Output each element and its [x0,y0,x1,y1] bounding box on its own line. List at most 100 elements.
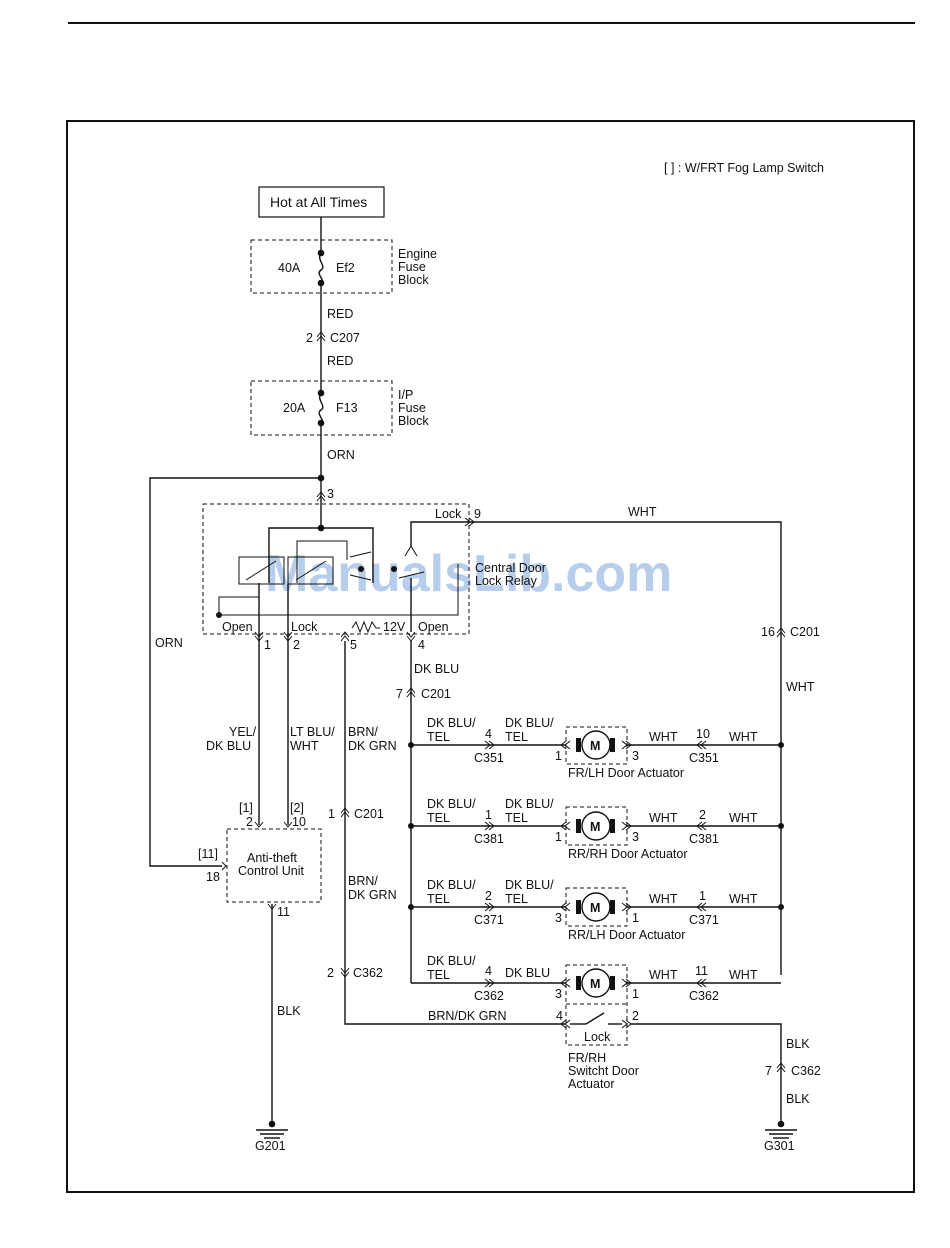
wire-label-dkblu-tel-1: DK BLU/ [427,797,476,811]
motor-icon [581,892,611,922]
motor-symbol: M [590,739,600,753]
motor-icon [581,730,611,760]
connector-c207-symbol [316,331,326,342]
actuator-pin-right: 3 [632,749,639,763]
wire-label-red-1: RED [327,307,353,321]
c207-pin: 2 [306,331,313,345]
actuator-pin-left: 3 [555,911,562,925]
relay-pin5-connector [340,631,350,642]
wire-label-dkblu-tel-2: TEL [505,892,528,906]
motor-symbol: M [590,977,600,991]
actuator-terminal-chevron [560,1019,571,1029]
actuator-left-connector: C362 [474,989,504,1003]
engine-fuse-block-label-3: Block [398,273,429,287]
engine-fuse-block-label-2: Fuse [398,260,426,274]
relay-pin2-connector [283,631,293,642]
actuator-row-fr-lh: DK BLU/ TEL DK BLU/ TEL 4 C351 M 1 3 WHT… [408,716,784,780]
c201-pin1-connector [340,807,350,818]
splice-dot [778,823,784,829]
actuator-terminal-chevron [621,902,632,912]
relay-contact-1 [349,551,372,581]
engine-fuse-block [250,239,393,294]
connector-chevron [696,978,707,988]
relay-name-line2: Lock Relay [475,574,538,588]
antitheft-pin10: 10 [292,815,306,829]
relay-pin9-connector [464,517,475,527]
ip-fuse-block-label-1: I/P [398,388,413,402]
wire-label-wht: WHT [729,811,758,825]
relay-internal-return [219,564,459,616]
wire-label-dkblu-tel-2: TEL [505,730,528,744]
brn-dkgrn-wire [344,641,566,1025]
actuator-right-connector: C362 [689,989,719,1003]
relay-pin2-number: 2 [293,638,300,652]
ground-dot [777,1120,785,1128]
actuator-left-pin: 2 [485,889,492,903]
anti-theft-control-unit [226,828,322,903]
antitheft-pin2-connector [254,821,264,828]
c201-pin1-number: 1 [328,807,335,821]
ground-g201-icon [256,1129,288,1139]
actuator-terminal-chevron [560,740,571,750]
relay-pin5-number: 5 [350,638,357,652]
connector-chevron [484,821,495,831]
antitheft-pin2-alt: [1] [239,801,253,815]
wire-label-brn-4: DK GRN [348,888,397,902]
actuator-right-pin: 11 [695,964,708,978]
actuator-terminal-chevron [621,978,632,988]
wire-label-dkblu-tel-1: DK BLU/ [505,878,554,892]
wire-label-dkblu-tel-2: TEL [427,892,450,906]
wire-label-brn-dkgrn: BRN/DK GRN [428,1009,506,1023]
wire-label-wht: WHT [649,892,678,906]
diagram-frame [66,120,915,1193]
wire-label-wht: WHT [649,811,678,825]
relay-lock-bottom-label: Lock [291,620,318,634]
relay-lock-top-label: Lock [435,507,462,521]
wire-label-blk-right-1: BLK [786,1037,810,1051]
fog-lamp-note: [ ] : W/FRT Fog Lamp Switch [664,161,824,175]
c362-pin2-number: 2 [327,966,334,980]
relay-lock-output [410,521,477,546]
actuator-row-fr-rh: DK BLU/ TEL DK BLU 4 C362 M 3 1 WHT 11 C… [411,954,781,1091]
wire-label-orn-1: ORN [327,448,355,462]
antitheft-pin18-connector [221,861,227,871]
wire-label-ltblu-2: WHT [290,739,319,753]
connector-chevron [696,740,707,750]
wire-label-ltblu-1: LT BLU/ [290,725,335,739]
switch-actuator-name-2: Switcht Door [568,1064,639,1078]
actuator-terminal-chevron [560,821,571,831]
motor-brush [576,738,581,752]
actuator-pin-right: 1 [632,987,639,1001]
connector-chevron [484,740,495,750]
switch-lock-label: Lock [584,1030,611,1044]
relay-contact-dot [358,566,364,572]
c201-pin7-number: 7 [396,687,403,701]
relay-pin9-number: 9 [474,507,481,521]
wire-label-brn-1: BRN/ [348,725,378,739]
motor-brush [576,900,581,914]
relay-coil-2 [287,556,334,585]
relay-coil-1 [238,556,285,585]
c362-pin2-connector [340,967,350,978]
connector-chevron [484,978,495,988]
relay-pin3-connector [316,491,326,502]
relay-name-line1: Central Door [475,561,546,575]
actuator-name: FR/LH Door Actuator [568,766,684,780]
actuator-left-connector: C351 [474,751,504,765]
motor-symbol: M [590,901,600,915]
antitheft-pin10-connector [283,821,293,828]
connector-chevron [484,902,495,912]
ip-fuse-rating: 20A [283,401,306,415]
engine-fuse-block-label-1: Engine [398,247,437,261]
c201-label-b: C201 [421,687,451,701]
actuator-name: RR/LH Door Actuator [568,928,685,942]
relay-pin4-number: 4 [418,638,425,652]
antitheft-pin11: 11 [277,905,290,919]
relay-pin1-number: 1 [264,638,271,652]
actuator-pin-left: 1 [555,749,562,763]
c207-label: C207 [330,331,360,345]
resistor-symbol [351,620,380,634]
central-door-lock-relay [202,503,470,635]
actuator-left-pin: 4 [485,727,492,741]
